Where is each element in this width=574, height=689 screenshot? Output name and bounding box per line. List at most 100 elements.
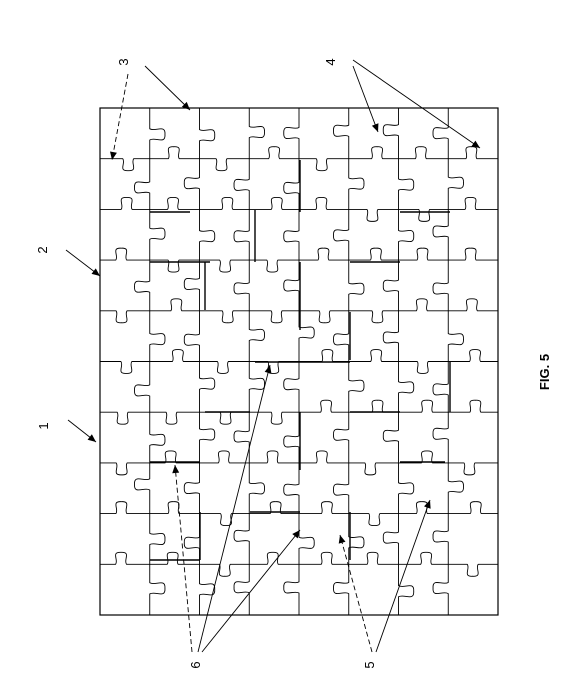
piece-edge [382,411,399,464]
piece-edge [333,107,350,160]
piece-edge [149,349,200,362]
piece-edge [233,411,250,464]
ref-numeral-2: 2 [35,246,50,253]
ref-numeral-1: 1 [36,422,51,429]
piece-edge [199,310,250,324]
piece-edge [348,399,399,413]
piece-edge [447,197,499,210]
piece-edge [447,247,499,261]
piece-edge [398,247,449,261]
piece-edge [233,563,250,616]
piece-edge [398,450,449,464]
piece-edge [298,310,350,324]
piece-edge [298,349,350,362]
piece-edge [283,107,300,160]
piece-edge [283,158,300,210]
arrowhead [424,500,431,509]
leader-line [375,499,431,653]
piece-edge [199,197,250,210]
piece-edge [333,208,350,261]
piece-edge [432,361,449,413]
piece-edge [183,513,200,565]
leader-line [352,65,379,133]
piece-edge [199,158,250,172]
piece-edge [199,208,216,261]
piece-edge [298,158,350,172]
sub-puzzle-seams [150,160,451,561]
piece-edge [298,450,350,464]
piece-edge [348,259,365,312]
piece-edge [382,513,399,565]
piece-edge [398,462,415,515]
piece-edge [233,513,250,565]
piece-edge [447,462,499,476]
piece-edge [348,349,399,362]
piece-edge [134,158,151,210]
piece-edge [398,551,449,565]
piece-edge [348,361,365,413]
piece-edge [99,197,151,210]
piece-edge [348,513,365,565]
piece-edge [248,411,300,425]
piece-edge [333,411,350,464]
piece-edge [348,462,399,476]
arrowhead [87,434,96,442]
piece-edge [134,462,151,515]
arrowhead [292,530,300,539]
piece-edge [199,563,250,577]
piece-edge [149,107,166,160]
leader-line [174,464,193,653]
piece-edge [248,259,300,273]
piece-edge [432,513,449,565]
piece-edge [447,462,464,515]
piece-edge [432,107,449,160]
ref-numeral-5: 5 [362,661,377,668]
piece-edge [248,462,265,515]
piece-edge [149,197,200,210]
piece-edge [283,208,300,261]
piece-edge [99,411,151,425]
piece-edge [149,513,166,565]
piece-edge [199,361,250,374]
piece-edge [298,501,350,515]
leader-line [111,73,129,161]
piece-edge [149,298,200,312]
piece-edge [199,259,250,273]
piece-edge [99,361,151,374]
piece-edge [149,501,200,515]
leader-line [197,364,271,653]
leader-line [352,59,481,149]
piece-edge [99,551,151,565]
piece-edge [432,563,449,616]
piece-edge [348,247,399,261]
piece-edge [447,298,499,312]
piece-edge [233,259,250,312]
piece-edge [348,513,399,526]
piece-edge [432,208,449,261]
arrowhead [110,151,117,160]
piece-edge [149,450,200,464]
piece-edge [298,247,350,261]
ref-numeral-4: 4 [323,58,338,65]
piece-edge [333,310,350,362]
piece-edge [348,551,399,565]
piece-edge [447,563,499,577]
piece-edge [398,208,415,261]
piece-edge [333,563,350,616]
piece-edge [382,259,399,312]
piece-edge [149,411,166,464]
piece-edge [248,361,300,374]
piece-edge [183,310,200,362]
piece-edge [99,462,151,476]
piece-edge [99,158,151,172]
piece-edge [248,107,265,160]
piece-edge [298,399,350,413]
piece-edge [248,450,300,464]
piece-edge [183,259,200,312]
leader-line [144,65,191,111]
piece-edge [447,158,464,210]
piece-edge [348,146,399,160]
piece-edge [447,501,499,515]
piece-edge [298,513,315,565]
